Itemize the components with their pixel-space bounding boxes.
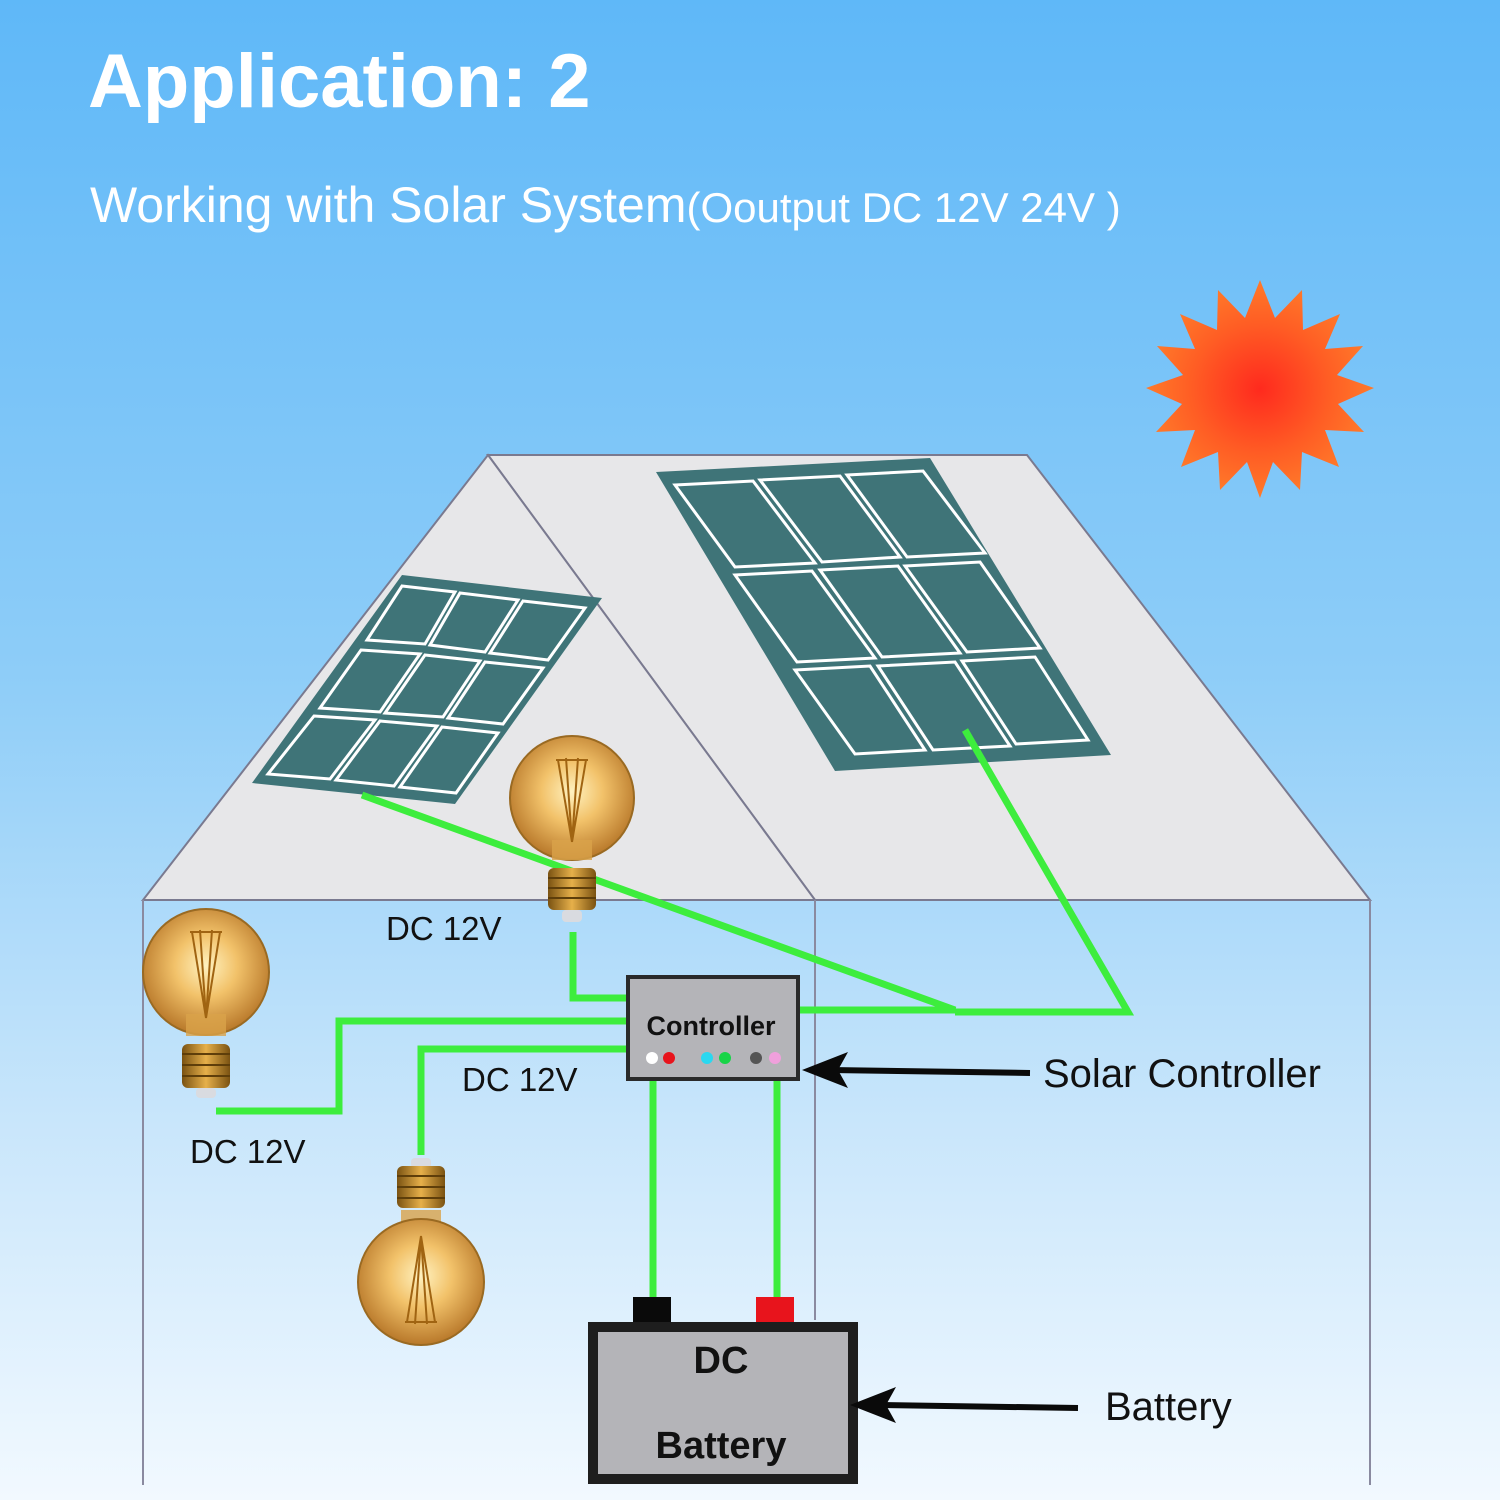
battery-label-line1: DC <box>694 1340 749 1382</box>
sun-icon <box>1146 280 1374 498</box>
callout-arrow-battery <box>850 1387 1079 1423</box>
wire-right-panel <box>955 728 1135 1016</box>
controller-led <box>663 1052 675 1064</box>
dc-label-top: DC 12V <box>386 910 502 947</box>
solar-controller-label: Solar Controller <box>1043 1052 1321 1096</box>
bulb-icon <box>142 908 270 1098</box>
battery-label-line2: Battery <box>656 1425 787 1467</box>
solar-panel-right <box>656 458 1111 771</box>
dc-battery: DC Battery <box>588 1297 858 1484</box>
dc-label-left: DC 12V <box>190 1133 306 1170</box>
solar-panel-left <box>252 575 602 804</box>
callout-arrow-controller <box>802 1052 1031 1088</box>
bulb-icon <box>509 735 635 922</box>
bulb-icon <box>357 1158 485 1346</box>
controller-label: Controller <box>646 1011 775 1041</box>
dc-label-middle: DC 12V <box>462 1061 578 1098</box>
wiring <box>216 728 1135 1300</box>
page-subtitle: Working with Solar System(Ooutput DC 12V… <box>90 176 1121 234</box>
controller-led <box>646 1052 658 1064</box>
wire-bulb-bottom <box>417 1045 628 1155</box>
subtitle-detail: (Ooutput DC 12V 24V ) <box>686 184 1121 231</box>
controller-led <box>769 1052 781 1064</box>
solar-controller: Controller <box>626 975 800 1081</box>
subtitle-main: Working with Solar System <box>90 177 687 233</box>
wire-bulb-top <box>569 932 628 1002</box>
controller-led <box>701 1052 713 1064</box>
wire-bulb-left <box>216 1017 628 1115</box>
controller-led <box>719 1052 731 1064</box>
battery-callout-label: Battery <box>1105 1385 1232 1429</box>
page-title: Application: 2 <box>88 39 591 124</box>
controller-led <box>750 1052 762 1064</box>
